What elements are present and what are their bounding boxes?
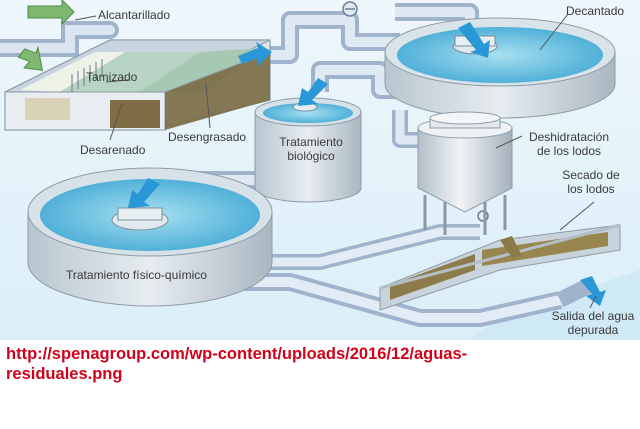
flow-arrow-icon (17, 0, 606, 306)
label-deshidratacion-line1: Deshidratación (528, 130, 610, 144)
pretreatment-channel (4, 39, 271, 131)
label-tamizado: Tamizado (86, 70, 138, 84)
label-alcantarillado: Alcantarillado (98, 8, 171, 22)
label-salida-line1: Salida del agua (551, 309, 635, 323)
label-secado-line1: Secado de (562, 168, 620, 182)
source-url-caption: http://spenagroup.com/wp-content/uploads… (6, 344, 606, 384)
caption-line1: http://spenagroup.com/wp-content/uploads… (6, 345, 468, 363)
label-desengrasado: Desengrasado (168, 130, 247, 144)
label-fisico-quimico: Tratamiento físico-químico (66, 268, 207, 282)
physicochemical-tank (27, 167, 273, 307)
clarifier-decantado (384, 17, 616, 119)
label-salida: Salida del agua depurada (548, 309, 638, 337)
label-biologico-line1: Tratamiento (279, 135, 343, 149)
caption-line2: residuales.png (6, 365, 123, 383)
dewatering-silo (417, 111, 513, 235)
treatment-plant-illustration (0, 0, 640, 340)
label-tratamiento-biologico: Tratamiento biológico (276, 135, 346, 163)
label-biologico-line2: biológico (287, 149, 335, 163)
label-desarenado: Desarenado (80, 143, 146, 157)
label-secado: Secado de los lodos (556, 168, 626, 196)
label-deshidratacion-line2: de los lodos (536, 144, 602, 158)
biological-tank (254, 97, 362, 203)
leader-lines (74, 13, 597, 309)
label-salida-line2: depurada (567, 323, 619, 337)
label-secado-line2: los lodos (567, 182, 615, 196)
label-decantado: Decantado (566, 4, 625, 18)
label-deshidratacion: Deshidratación de los lodos (522, 130, 616, 158)
